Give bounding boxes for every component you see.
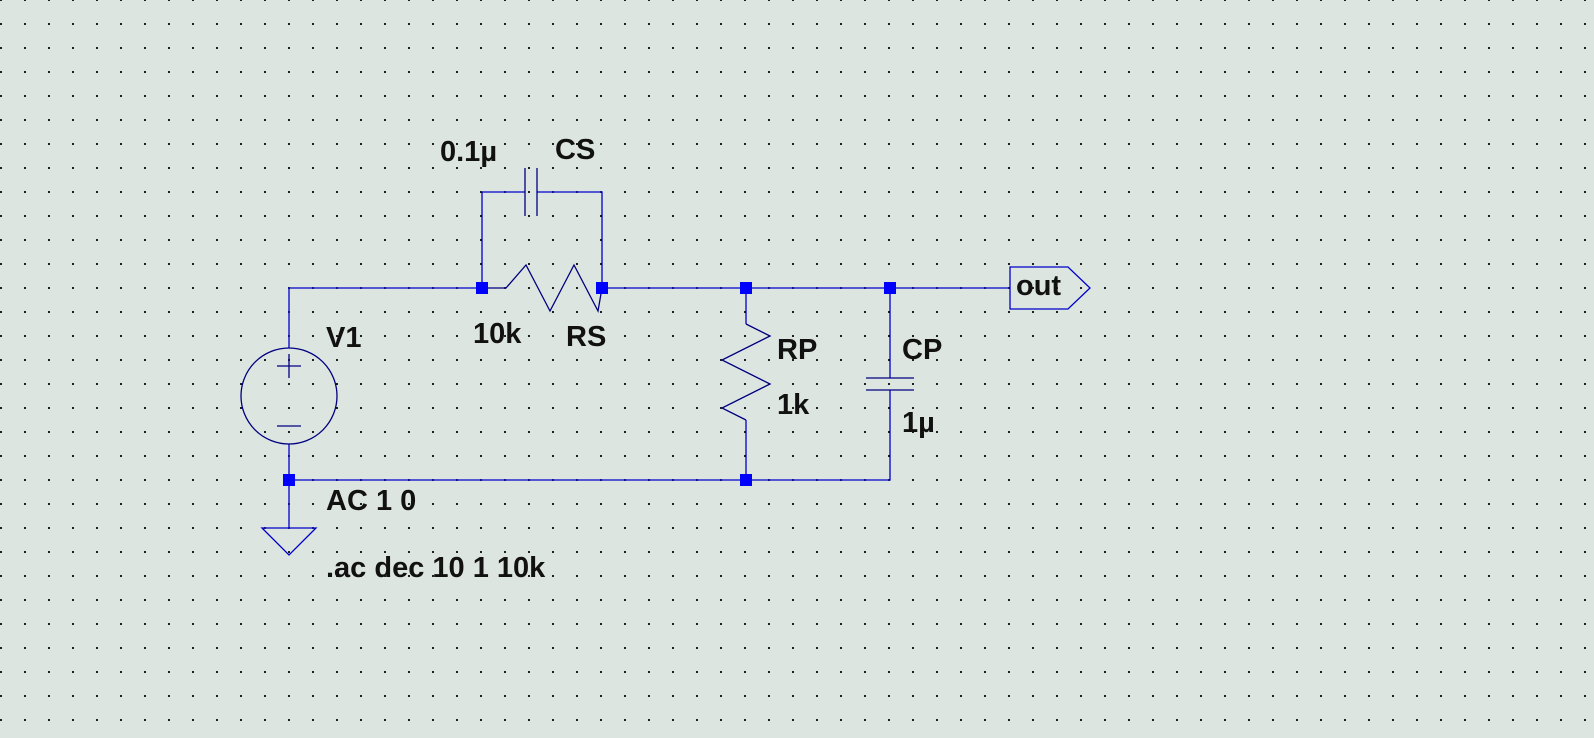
junction-dot xyxy=(884,282,896,294)
wire-cp-bottom[interactable] xyxy=(746,390,891,481)
v1-name-label[interactable]: V1 xyxy=(326,322,362,354)
net-flag-out-label[interactable]: out xyxy=(1016,270,1062,302)
junction-dot xyxy=(740,282,752,294)
v1-value-label[interactable]: AC 1 0 xyxy=(326,485,417,517)
rp-name-label[interactable]: RP xyxy=(777,334,818,366)
voltage-source-circle xyxy=(240,347,338,445)
net-flag-out[interactable] xyxy=(1009,266,1091,310)
ground-icon[interactable] xyxy=(260,527,318,556)
wires xyxy=(288,191,1010,528)
junction-dot xyxy=(740,474,752,486)
spice-directive[interactable]: .ac dec 10 1 10k xyxy=(326,552,546,584)
capacitor-cp[interactable] xyxy=(866,377,914,391)
wire-cs-right[interactable] xyxy=(537,191,603,288)
junction-dot xyxy=(476,282,488,294)
resistor-rp[interactable] xyxy=(720,323,772,421)
cs-value-label[interactable]: 0.1µ xyxy=(440,136,498,168)
resistor-rs[interactable] xyxy=(482,263,603,314)
rs-value-label[interactable]: 10k xyxy=(473,318,522,350)
wire-cs-left[interactable] xyxy=(481,191,525,288)
cs-name-label[interactable]: CS xyxy=(555,134,596,166)
junction-dot xyxy=(283,474,295,486)
cp-value-label[interactable]: 1µ xyxy=(902,407,935,439)
capacitor-cs[interactable] xyxy=(524,168,538,216)
junction-dot xyxy=(596,282,608,294)
junctions xyxy=(283,282,896,486)
wire-v1-to-rs[interactable] xyxy=(288,287,482,348)
voltage-source-v1[interactable] xyxy=(240,347,338,445)
rp-value-label[interactable]: 1k xyxy=(777,389,810,421)
cp-name-label[interactable]: CP xyxy=(902,334,943,366)
rs-name-label[interactable]: RS xyxy=(566,321,607,353)
